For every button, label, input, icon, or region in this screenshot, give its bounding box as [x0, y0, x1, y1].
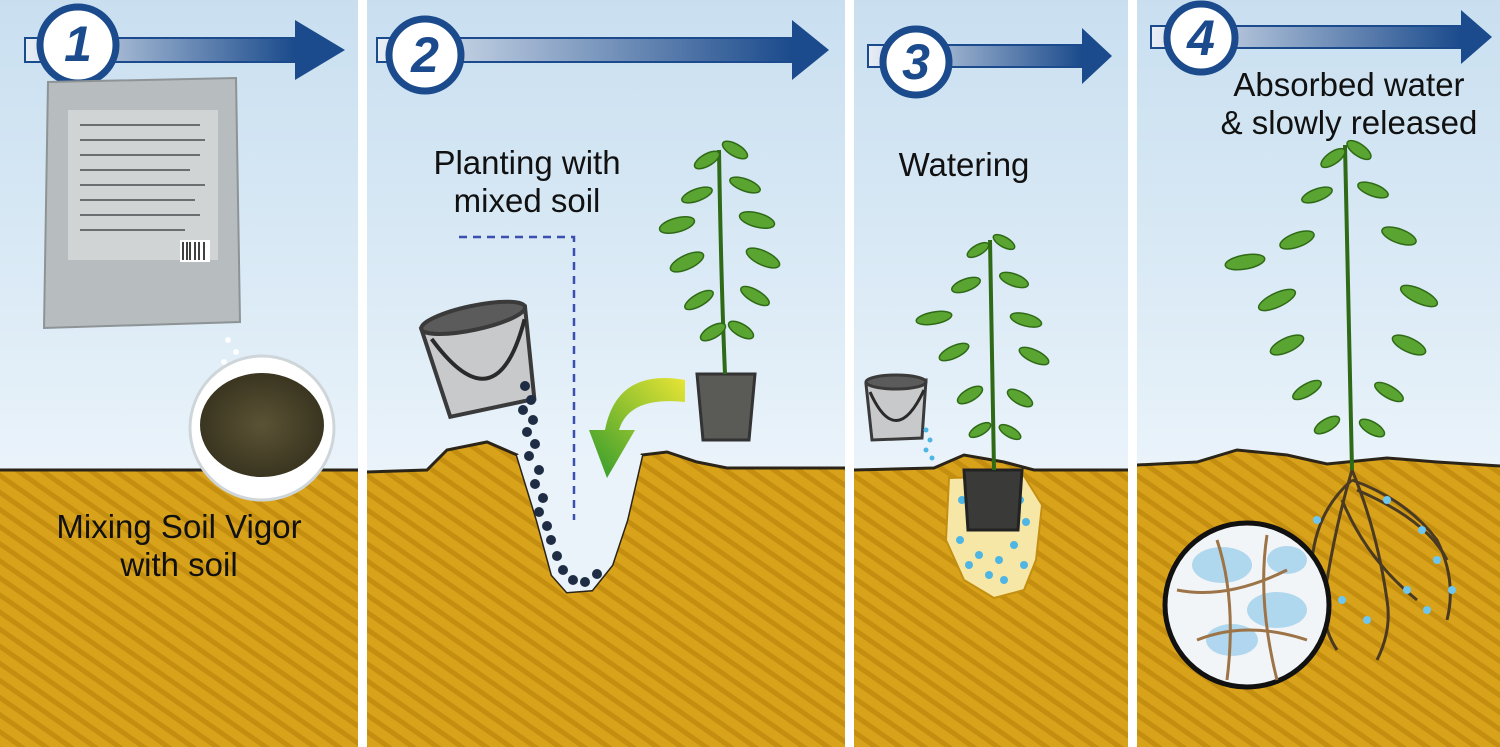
step-4-scene: [1137, 0, 1500, 747]
step-number: 2: [411, 27, 439, 83]
step-number: 3: [902, 34, 930, 90]
step-caption-text: Planting with mixed soil: [433, 144, 621, 219]
tall-plant-icon: [1224, 139, 1439, 471]
step-2-arrow: [376, 15, 829, 95]
magnified-root-view: [1162, 520, 1332, 690]
product-bag-image: [42, 76, 242, 330]
step-3-arrow: [867, 25, 1112, 99]
step-panel-3: 3 Watering: [854, 0, 1128, 747]
water-drops: [923, 427, 935, 461]
step-4-arrow: [1150, 0, 1492, 76]
step-caption-text: Watering: [898, 146, 1030, 183]
step-caption: Absorbed water & slowly released: [1201, 66, 1497, 142]
step-caption: Watering: [884, 146, 1044, 184]
step-panel-2: 2 Planting with mixed soil: [367, 0, 845, 747]
step-caption-text: Mixing Soil Vigor with soil: [56, 508, 302, 583]
step-panel-1: 1 Mixing Soil Vigor with soil: [0, 0, 358, 747]
potted-plant-icon: [658, 140, 781, 442]
bucket-icon: [864, 373, 928, 442]
bucket-icon: [418, 299, 537, 420]
step-caption: Planting with mixed soil: [397, 144, 657, 220]
step-2-scene: [367, 15, 845, 747]
step-1-scene: [0, 3, 358, 747]
step-number: 4: [1187, 10, 1215, 66]
soil-dish-image: [188, 354, 336, 502]
guide-dashed-line: [459, 235, 576, 520]
step-caption: Mixing Soil Vigor with soil: [0, 508, 358, 584]
step-3-scene: [854, 25, 1128, 747]
step-caption-text: Absorbed water & slowly released: [1220, 66, 1478, 141]
step-1-arrow: [24, 3, 345, 87]
plant-icon: [915, 233, 1050, 471]
water-crystals: [1313, 496, 1456, 624]
pot-in-ground: [962, 468, 1024, 532]
step-number: 1: [64, 16, 92, 72]
mixed-soil-granules: [518, 381, 602, 587]
curved-green-arrow: [589, 378, 685, 478]
step-panel-4: 4 Absorbed water & slowly released: [1137, 0, 1500, 747]
